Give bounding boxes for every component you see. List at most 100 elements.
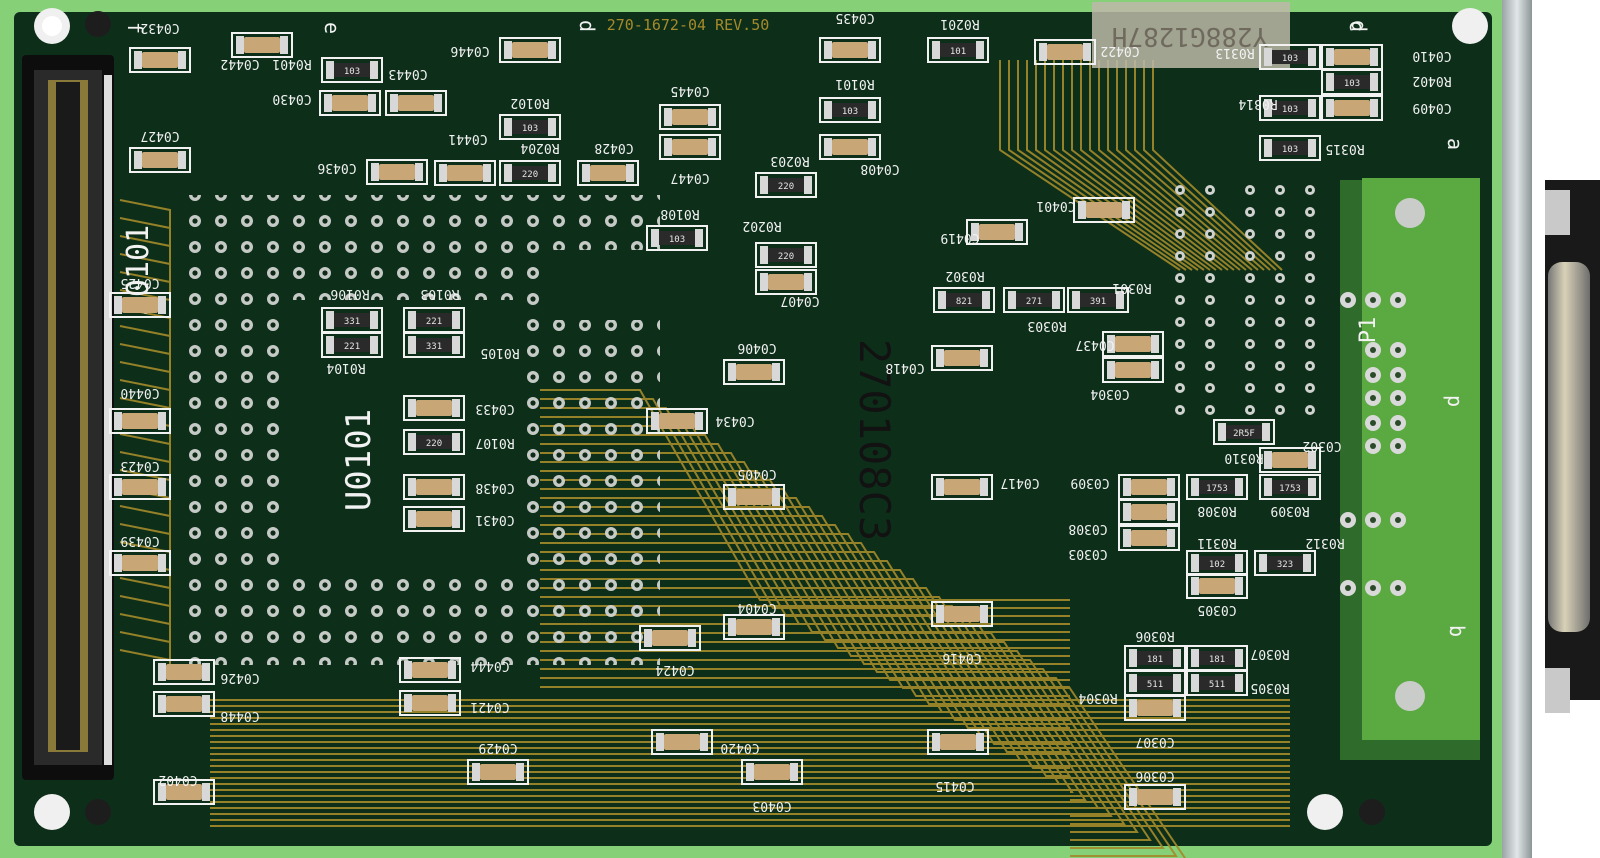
capacitor-body: [944, 606, 980, 622]
component-c0305: C0305: [1186, 573, 1248, 617]
component-c0403: C0403: [741, 759, 803, 813]
chip-label: U0101: [339, 409, 379, 511]
edge-letter: b: [1445, 625, 1469, 637]
solder-pad: [932, 733, 940, 751]
capacitor-body: [412, 662, 448, 678]
silkscreen-ref: R0302: [945, 268, 984, 283]
solder-pad: [1078, 201, 1086, 219]
solder-pad: [390, 94, 398, 112]
silkscreen-ref: C0417: [1000, 475, 1039, 490]
resistor-value: 101: [950, 47, 966, 57]
resistor-value: 103: [522, 124, 538, 134]
solder-pad: [936, 349, 944, 367]
silkscreen-ref: R0105: [480, 345, 519, 360]
capacitor-body: [447, 165, 483, 181]
silkscreen-ref: C0431: [475, 512, 514, 527]
solder-pad: [1370, 99, 1378, 117]
silkscreen-ref: C0433: [475, 401, 514, 416]
resistor-value: 271: [1026, 297, 1042, 307]
resistor-body: [1137, 651, 1173, 665]
silkscreen-ref: C0430: [272, 91, 311, 106]
silkscreen-ref: C0401: [1036, 198, 1075, 213]
solder-pad: [708, 108, 716, 126]
component-c0444: C0444: [399, 657, 510, 683]
silkscreen-ref: C0429: [478, 740, 517, 755]
solder-pad: [1151, 361, 1159, 379]
resistor-body: [1272, 141, 1308, 155]
silkscreen-ref: C0426: [220, 670, 259, 685]
component-c0304: C0304: [1090, 357, 1164, 401]
capacitor-body: [1334, 49, 1370, 65]
silkscreen-ref: R0401: [272, 56, 311, 71]
silkscreen-ref: C0407: [780, 293, 819, 308]
silkscreen-outline: [819, 97, 881, 123]
capacitor-body: [1131, 530, 1167, 546]
capacitor-body: [672, 109, 708, 125]
silkscreen-ref: R0108: [660, 206, 699, 221]
silkscreen-outline: [931, 601, 993, 627]
solder-pad: [1264, 48, 1272, 66]
resistor-value: 1753: [1206, 484, 1228, 494]
solder-pad: [728, 363, 736, 381]
resistor-value: 103: [1282, 145, 1298, 155]
capacitor-body: [659, 413, 695, 429]
solder-pad: [1326, 48, 1334, 66]
silkscreen-ref: C0421: [470, 699, 509, 714]
mount-hole: [1452, 8, 1488, 44]
component-c0417: C0417: [931, 474, 1040, 500]
silkscreen-outline: [577, 160, 639, 186]
resistor-body: [1199, 676, 1235, 690]
sticker-text: Y288G1287H: [1112, 21, 1269, 51]
solder-pad: [408, 478, 416, 496]
capacitor-body: [1137, 700, 1173, 716]
silkscreen-outline: [639, 625, 701, 651]
silkscreen-outline: [1124, 695, 1186, 721]
resistor-body: [334, 63, 370, 77]
mount-hole: [85, 11, 111, 37]
solder-pad: [1173, 674, 1181, 692]
silkscreen-ref: C0405: [737, 466, 776, 481]
silkscreen-outline: [1254, 550, 1316, 576]
screw-icon: [1395, 681, 1425, 711]
silkscreen-outline: [109, 408, 171, 434]
resistor-value: 1753: [1279, 484, 1301, 494]
solder-pad: [824, 138, 832, 156]
silkscreen-outline: [403, 395, 465, 421]
capacitor-body: [672, 139, 708, 155]
capacitor-body: [122, 479, 158, 495]
solder-pad: [178, 151, 186, 169]
silkscreen-ref: C0410: [1412, 48, 1451, 63]
solder-pad: [976, 41, 984, 59]
silkscreen-ref: C0440: [120, 385, 159, 400]
capacitor-body: [142, 152, 178, 168]
jack-screw: [1545, 190, 1570, 235]
silkscreen-ref: C0446: [450, 43, 489, 58]
solder-pad: [1008, 291, 1016, 309]
solder-pad: [772, 618, 780, 636]
silkscreen-outline: [646, 225, 708, 251]
silkscreen-outline: [1259, 135, 1321, 161]
solder-pad: [158, 695, 166, 713]
silkscreen-outline: [434, 160, 496, 186]
solder-pad: [408, 311, 416, 329]
component-c0440: C0440: [109, 385, 171, 434]
solder-pad: [326, 311, 334, 329]
solder-pad: [472, 763, 480, 781]
solder-pad: [1235, 649, 1243, 667]
solder-pad: [504, 164, 512, 182]
silkscreen-outline: [109, 474, 171, 500]
silkscreen-ref: C0424: [655, 662, 694, 677]
resistor-value: 331: [344, 317, 360, 327]
component-c0431: C0431: [403, 506, 515, 532]
silkscreen-outline: [399, 657, 461, 683]
component-c0409: C0409: [1321, 95, 1452, 121]
solder-pad: [688, 629, 696, 647]
silkscreen-outline: [659, 104, 721, 130]
solder-pad: [644, 629, 652, 647]
silkscreen-outline: [1259, 95, 1321, 121]
